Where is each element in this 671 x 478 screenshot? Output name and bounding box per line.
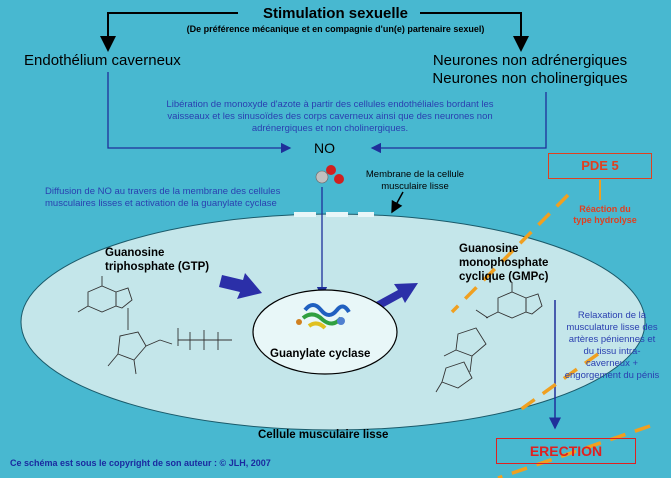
stimulation-title: Stimulation sexuelle [262, 5, 409, 22]
membrane-text-2: musculaire lisse [381, 181, 449, 192]
nerve-label-2: Neurones non cholinergiques [432, 70, 628, 87]
liberation-text-3: adrénergiques et non cholinergiques. [251, 123, 409, 134]
reaction-text-2: type hydrolyse [573, 215, 637, 225]
gmpc-label-2: monophosphate [459, 257, 549, 269]
stimulation-bracket [100, 12, 529, 52]
relaxation-text-2: musculature lisse des [566, 322, 658, 333]
relaxation-text-5: caverneux + [585, 358, 639, 369]
membrane-gap [294, 212, 374, 217]
gmpc-label-3: cyclique (GMPc) [459, 271, 549, 283]
relaxation-text-1: Relaxation de la [577, 310, 647, 321]
nerve-label-1: Neurones non adrénergiques [432, 52, 628, 69]
pde5-hydrolysis-lines [450, 193, 651, 478]
endothelium-label: Endothélium caverneux [24, 52, 181, 69]
cyclase-to-gmpc-arrow [376, 283, 418, 309]
gtp-structure-icon [77, 276, 232, 375]
no-label: NO [314, 140, 335, 156]
no-molecule-icon [315, 165, 344, 184]
membrane-text-1: Membrane de la cellule [365, 169, 465, 180]
liberation-text-2: vaisseaux et les sinusoïdes des corps ca… [167, 111, 493, 122]
gtp-to-cyclase-arrow [219, 273, 262, 299]
guanylate-cyclase-enclosure [252, 289, 398, 375]
stimulation-subtitle: (De préférence mécanique et en compagnie… [186, 24, 485, 34]
relaxation-text-4: du tissu intra- [583, 346, 641, 357]
relaxation-text-6: engorgement du pénis [564, 370, 660, 381]
liberation-text-1: Libération de monoxyde d'azote à partir … [166, 99, 494, 110]
gmpc-structure-icon [435, 282, 543, 393]
membrane-pointer [391, 191, 404, 214]
protein-structure-icon [296, 303, 351, 330]
pde5-box: PDE 5 [548, 153, 652, 179]
gtp-label-2: triphosphate (GTP) [105, 261, 210, 273]
copyright-text: Ce schéma est sous le copyright de son a… [10, 458, 271, 468]
gmpc-label-1: Guanosine [459, 243, 519, 255]
diffusion-text-2: musculaires lisses et activation de la g… [45, 198, 277, 209]
liberation-connector [107, 72, 547, 154]
relaxation-text-3: artères péniennes et [568, 334, 656, 345]
guanylate-cyclase-label: Guanylate cyclase [270, 348, 371, 360]
reaction-text-1: Réaction du [579, 204, 631, 214]
gtp-label-1: Guanosine [105, 247, 165, 259]
erection-box: ERECTION [496, 438, 636, 464]
cell-label: Cellule musculaire lisse [258, 429, 389, 441]
diffusion-text-1: Diffusion de NO au travers de la membran… [45, 186, 281, 197]
